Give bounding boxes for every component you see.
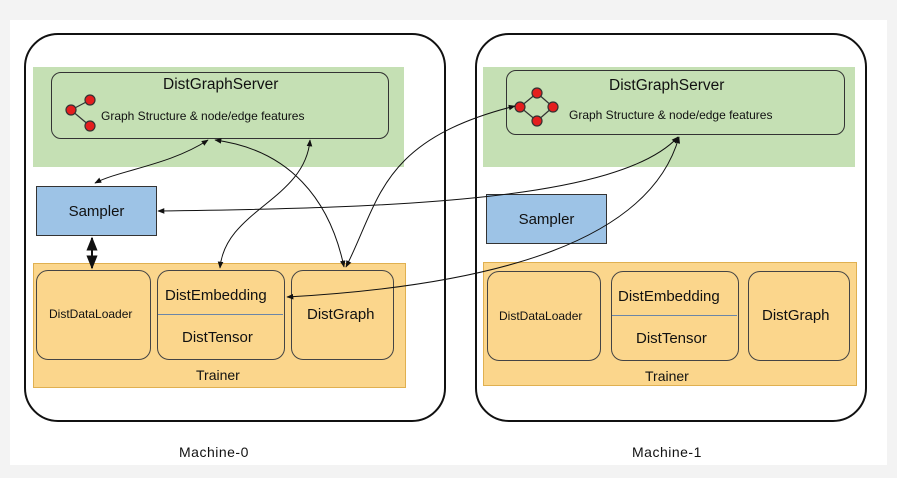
machine-0-dist-dataloader	[36, 270, 151, 360]
machine-1-dist-graph-server	[506, 70, 845, 135]
machine-0-embedding-label: DistEmbedding	[165, 287, 267, 304]
machine-1-server-title: DistGraphServer	[609, 77, 725, 94]
machine-1-trainer-label: Trainer	[645, 368, 689, 384]
machine-0-sampler: Sampler	[36, 186, 157, 236]
machine-1-dist-graph	[748, 271, 850, 361]
machine-0-tensor-label: DistTensor	[182, 329, 253, 346]
machine-1-tensor-label: DistTensor	[636, 330, 707, 347]
machine-0-server-subtitle: Graph Structure & node/edge features	[101, 109, 305, 123]
machine-0-server-title: DistGraphServer	[163, 76, 279, 93]
machine-0-caption: Machine-0	[179, 444, 249, 460]
machine-1-dataloader-label: DistDataLoader	[499, 309, 583, 323]
machine-0-embedding-divider	[158, 314, 283, 316]
machine-0-trainer-label: Trainer	[196, 367, 240, 383]
graph-icon	[65, 94, 96, 132]
machine-1-caption: Machine-1	[632, 444, 702, 460]
machine-0-dataloader-label: DistDataLoader	[49, 307, 133, 321]
machine-1-server-subtitle: Graph Structure & node/edge features	[569, 108, 773, 122]
arrow-server1-embedding0	[286, 136, 680, 300]
machine-1-graph-label: DistGraph	[762, 307, 830, 324]
arrow-server0-sampler0	[94, 139, 209, 184]
machine-1-embedding-divider	[612, 315, 737, 317]
arrow-server0-graph0	[214, 138, 346, 268]
arrow-server0-embedding0	[217, 139, 313, 269]
arrow-server1-graph0	[345, 104, 516, 268]
machine-0-graph-label: DistGraph	[307, 306, 375, 323]
graph-icon	[514, 87, 559, 127]
